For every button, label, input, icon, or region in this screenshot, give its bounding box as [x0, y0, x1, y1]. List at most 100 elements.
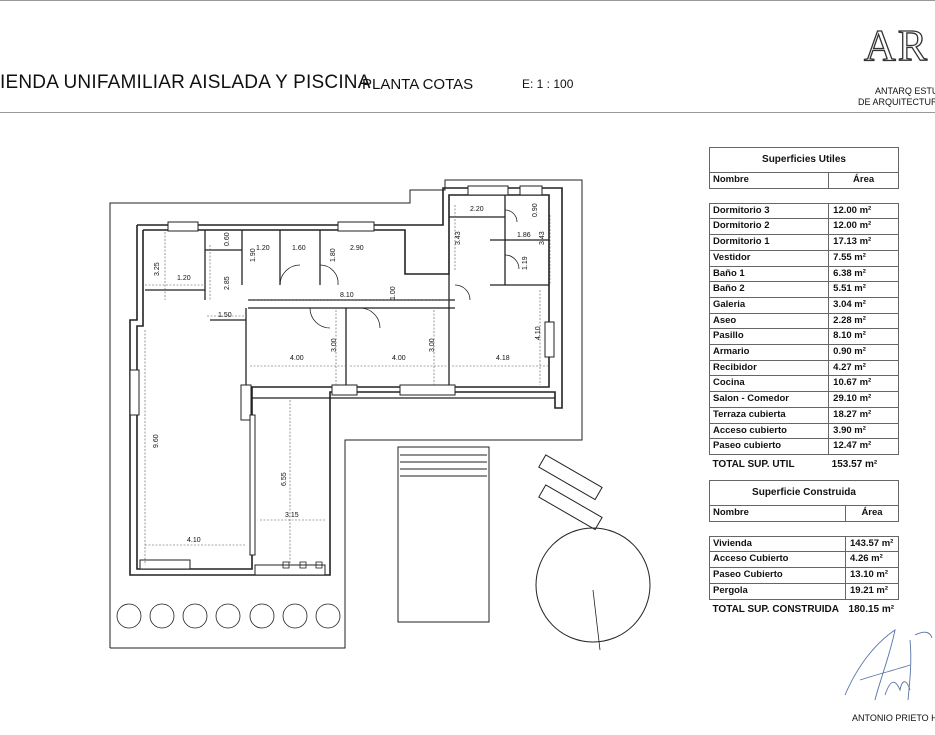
- utiles-row-area: 12.00 m²: [828, 202, 899, 220]
- utiles-row-name: Vestidor: [708, 249, 830, 267]
- dim-3-00-b: 3.00: [429, 338, 436, 352]
- utiles-row-name: Galeria: [708, 296, 830, 314]
- firm-name-line1: ANTARQ ESTU: [875, 86, 935, 96]
- dim-3-15: 3.15: [285, 512, 299, 519]
- dim-4-10-b: 4.10: [187, 537, 201, 544]
- dim-0-90: 0.90: [532, 203, 539, 217]
- sun-loungers: [538, 454, 603, 531]
- utiles-row-area: 2.28 m²: [828, 312, 899, 330]
- utiles-row-area: 10.67 m²: [828, 375, 899, 393]
- drawing-scale: E: 1 : 100: [522, 77, 574, 91]
- dim-4-00-a: 4.00: [290, 355, 304, 362]
- dim-8-10: 8.10: [340, 292, 354, 299]
- construida-total-label: TOTAL SUP. CONSTRUIDA: [712, 603, 840, 615]
- construida-row-area: 4.26 m²: [845, 551, 899, 569]
- signature-name: ANTONIO PRIETO HER: [852, 713, 935, 723]
- utiles-row-name: Recibidor: [708, 359, 830, 377]
- table-superficie-construida: Superficie Construida Nombre Área Vivien…: [708, 480, 899, 617]
- dim-9-60: 9.60: [153, 434, 160, 448]
- construida-total-value: 180.15 m²: [848, 603, 895, 615]
- dim-3-25: 3.25: [154, 262, 161, 276]
- drawing-title: IENDA UNIFAMILIAR AISLADA Y PISCINA: [0, 72, 371, 93]
- construida-col-area: Área: [845, 505, 899, 522]
- utiles-row-area: 18.27 m²: [828, 406, 899, 424]
- terrace-posts: [282, 561, 323, 569]
- utiles-row-area: 3.90 m²: [828, 422, 899, 440]
- utiles-row-area: 17.13 m²: [828, 234, 899, 251]
- dim-2-85: 2.85: [224, 276, 231, 290]
- dim-3-00-a: 3.00: [331, 338, 338, 352]
- dim-1-86: 1.86: [517, 232, 531, 239]
- utiles-row-name: Aseo: [708, 312, 830, 330]
- dim-3-43-b: 3.43: [539, 231, 546, 245]
- dim-4-10-a: 4.10: [535, 326, 542, 340]
- doors: [279, 209, 520, 329]
- table-superficies-utiles: Superficies Utiles Nombre Área Dormitori…: [708, 147, 899, 473]
- floor-plan: 3.25 1.20 2.85 1.50 0.60 1.20 1.90 1.60 …: [109, 179, 651, 651]
- dimension-lines: [144, 205, 551, 565]
- utiles-row-name: Pasillo: [708, 328, 830, 346]
- dim-2-20: 2.20: [470, 206, 484, 213]
- utiles-col-area: Área: [828, 172, 899, 189]
- construida-row-name: Acceso Cubierto: [708, 551, 847, 569]
- parasol: [535, 527, 651, 643]
- utiles-row-name: Armario: [708, 344, 830, 361]
- utiles-row-area: 12.47 m²: [828, 438, 899, 455]
- construida-row-area: 19.21 m²: [845, 582, 899, 600]
- dim-4-18: 4.18: [496, 355, 510, 362]
- utiles-header: Superficies Utiles: [709, 147, 899, 173]
- utiles-row-area: 4.27 m²: [828, 359, 899, 377]
- utiles-row-area: 3.04 m²: [828, 296, 899, 314]
- construida-row-name: Paseo Cubierto: [708, 567, 847, 584]
- dim-1-50: 1.50: [218, 312, 232, 319]
- utiles-row-name: Paseo cubierto: [708, 438, 830, 455]
- construida-header: Superficie Construida: [709, 480, 899, 506]
- drawing-subtitle: PLANTA COTAS: [362, 76, 474, 93]
- construida-row-name: Pergola: [708, 582, 847, 600]
- utiles-row-area: 7.55 m²: [828, 249, 899, 267]
- dim-4-00-b: 4.00: [392, 355, 406, 362]
- utiles-row-name: Baño 2: [708, 281, 830, 298]
- dim-1-60: 1.60: [292, 245, 306, 252]
- construida-row-area: 13.10 m²: [845, 567, 899, 584]
- construida-col-name: Nombre: [708, 505, 847, 522]
- utiles-row-name: Acceso cubierto: [708, 422, 830, 440]
- utiles-row-name: Baño 1: [708, 265, 830, 283]
- site-boundary: [109, 179, 583, 649]
- signature-scribble: [844, 629, 933, 701]
- utiles-col-name: Nombre: [708, 172, 830, 189]
- construida-gap: [709, 520, 899, 537]
- utiles-row-area: 5.51 m²: [828, 281, 899, 298]
- top-rule: [0, 0, 935, 1]
- utiles-row-area: 12.00 m²: [828, 218, 899, 236]
- dim-0-60: 0.60: [224, 232, 231, 246]
- header-rule: [0, 112, 935, 113]
- firm-name-line2: DE ARQUITECTUR: [858, 97, 935, 107]
- dim-1-00: 1.00: [390, 286, 397, 300]
- construida-row-area: 143.57 m²: [845, 535, 899, 553]
- utiles-total-value: 153.57 m²: [831, 458, 878, 470]
- utiles-row-name: Cocina: [708, 375, 830, 393]
- utiles-row-area: 0.90 m²: [828, 344, 899, 361]
- windows: [129, 185, 555, 576]
- dim-1-19: 1.19: [522, 256, 529, 270]
